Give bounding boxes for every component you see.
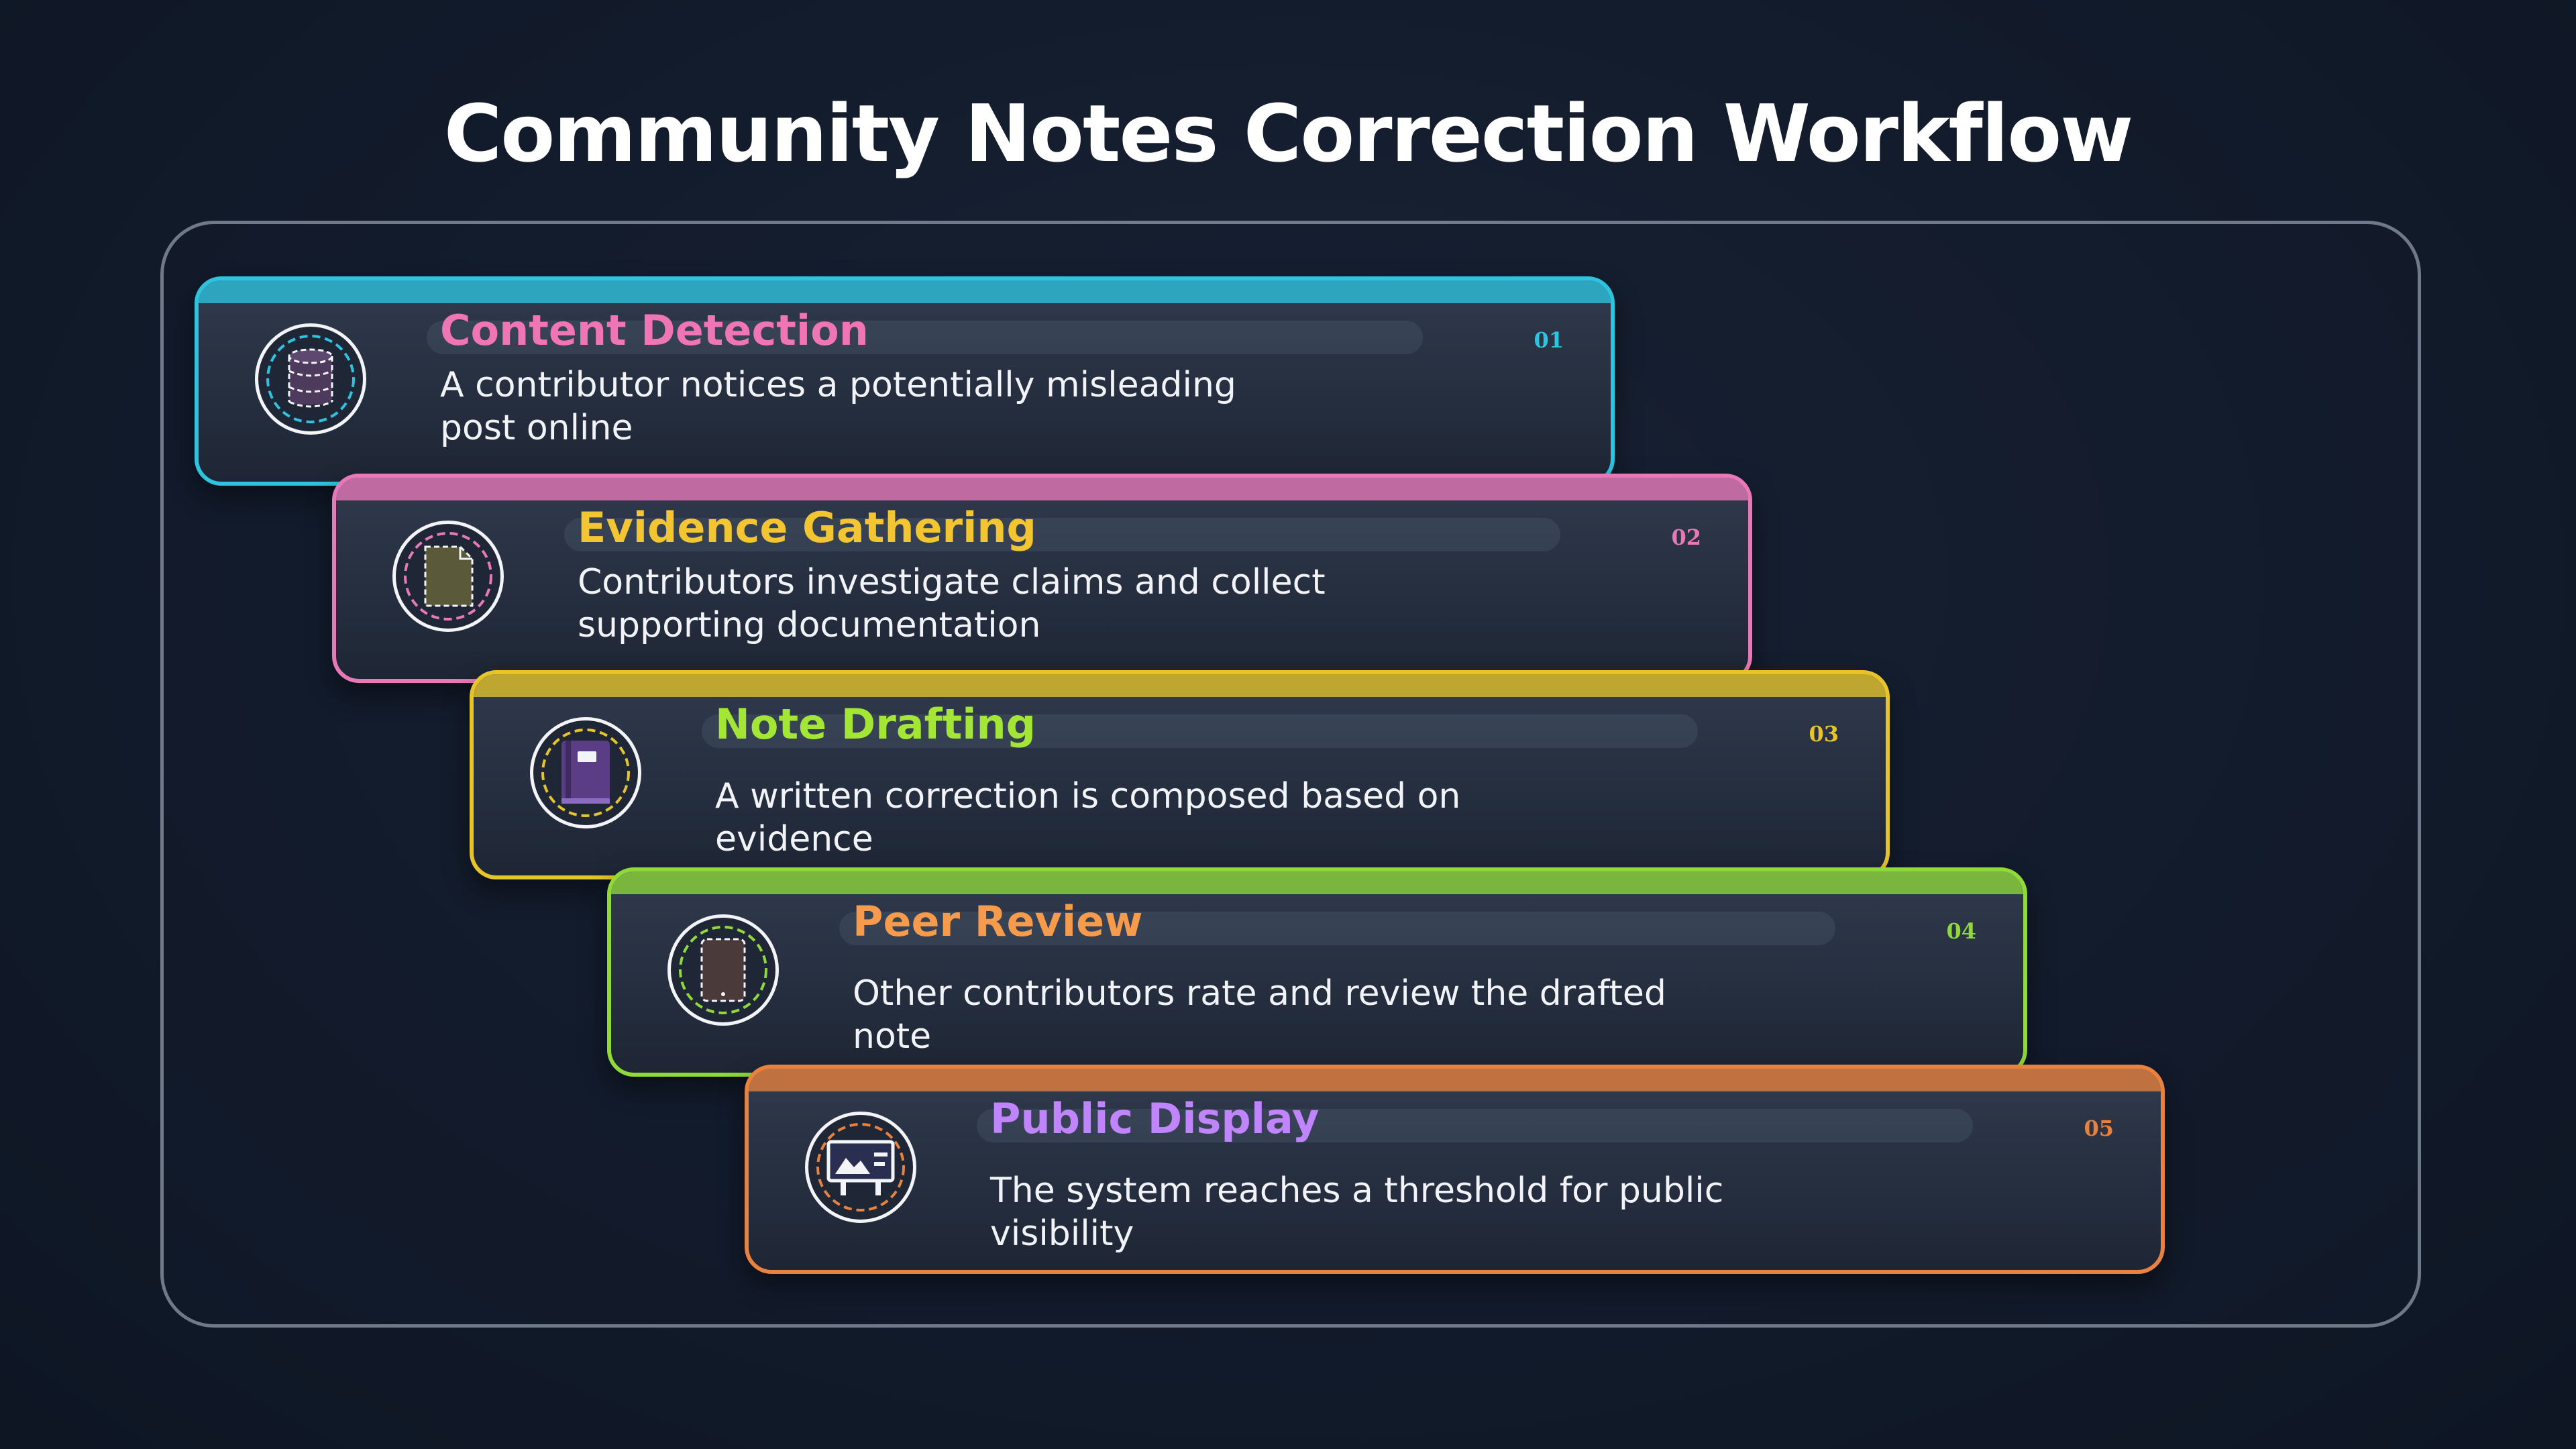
billboard-icon: [805, 1112, 916, 1223]
step-card-public-display: Public Display The system reaches a thre…: [745, 1065, 2165, 1274]
step-card-evidence-gathering: Evidence Gathering Contributors investig…: [332, 474, 1752, 683]
step-number: 02: [1671, 525, 1701, 550]
title-pill: [977, 1109, 1973, 1142]
step-description: A written correction is composed based o…: [715, 776, 1461, 859]
document-icon: [392, 521, 504, 632]
page-title: Community Notes Correction Workflow: [443, 87, 2134, 180]
card-top-bar: [199, 280, 1611, 303]
step-number: 05: [2084, 1116, 2114, 1141]
title-pill: [702, 714, 1698, 748]
step-title: Peer Review: [853, 897, 1143, 946]
step-card-note-drafting: Note Drafting A written correction is co…: [470, 670, 1890, 879]
database-icon: [255, 323, 366, 435]
step-description: The system reaches a threshold for publi…: [990, 1171, 1724, 1254]
step-card-peer-review: Peer Review Other contributors rate and …: [607, 867, 2027, 1077]
notebook-icon: [530, 717, 641, 828]
step-number: 04: [1946, 918, 1976, 944]
card-top-bar: [336, 478, 1748, 500]
step-title: Content Detection: [440, 306, 869, 355]
step-description: Contributors investigate claims and coll…: [578, 562, 1326, 645]
step-title: Public Display: [990, 1094, 1320, 1143]
step-number: 01: [1534, 327, 1564, 353]
card-top-bar: [474, 674, 1886, 697]
step-title: Evidence Gathering: [578, 503, 1036, 552]
step-title: Note Drafting: [715, 700, 1036, 749]
title-pill: [839, 912, 1835, 945]
step-description: A contributor notices a potentially misl…: [440, 365, 1236, 448]
card-top-bar: [611, 871, 2023, 894]
title-pill: [564, 518, 1560, 551]
step-number: 03: [1809, 721, 1839, 747]
tablet-icon: [667, 914, 779, 1026]
title-pill: [427, 321, 1423, 354]
card-top-bar: [749, 1069, 2161, 1091]
step-card-content-detection: Content Detection A contributor notices …: [195, 276, 1615, 486]
step-description: Other contributors rate and review the d…: [853, 973, 1666, 1057]
